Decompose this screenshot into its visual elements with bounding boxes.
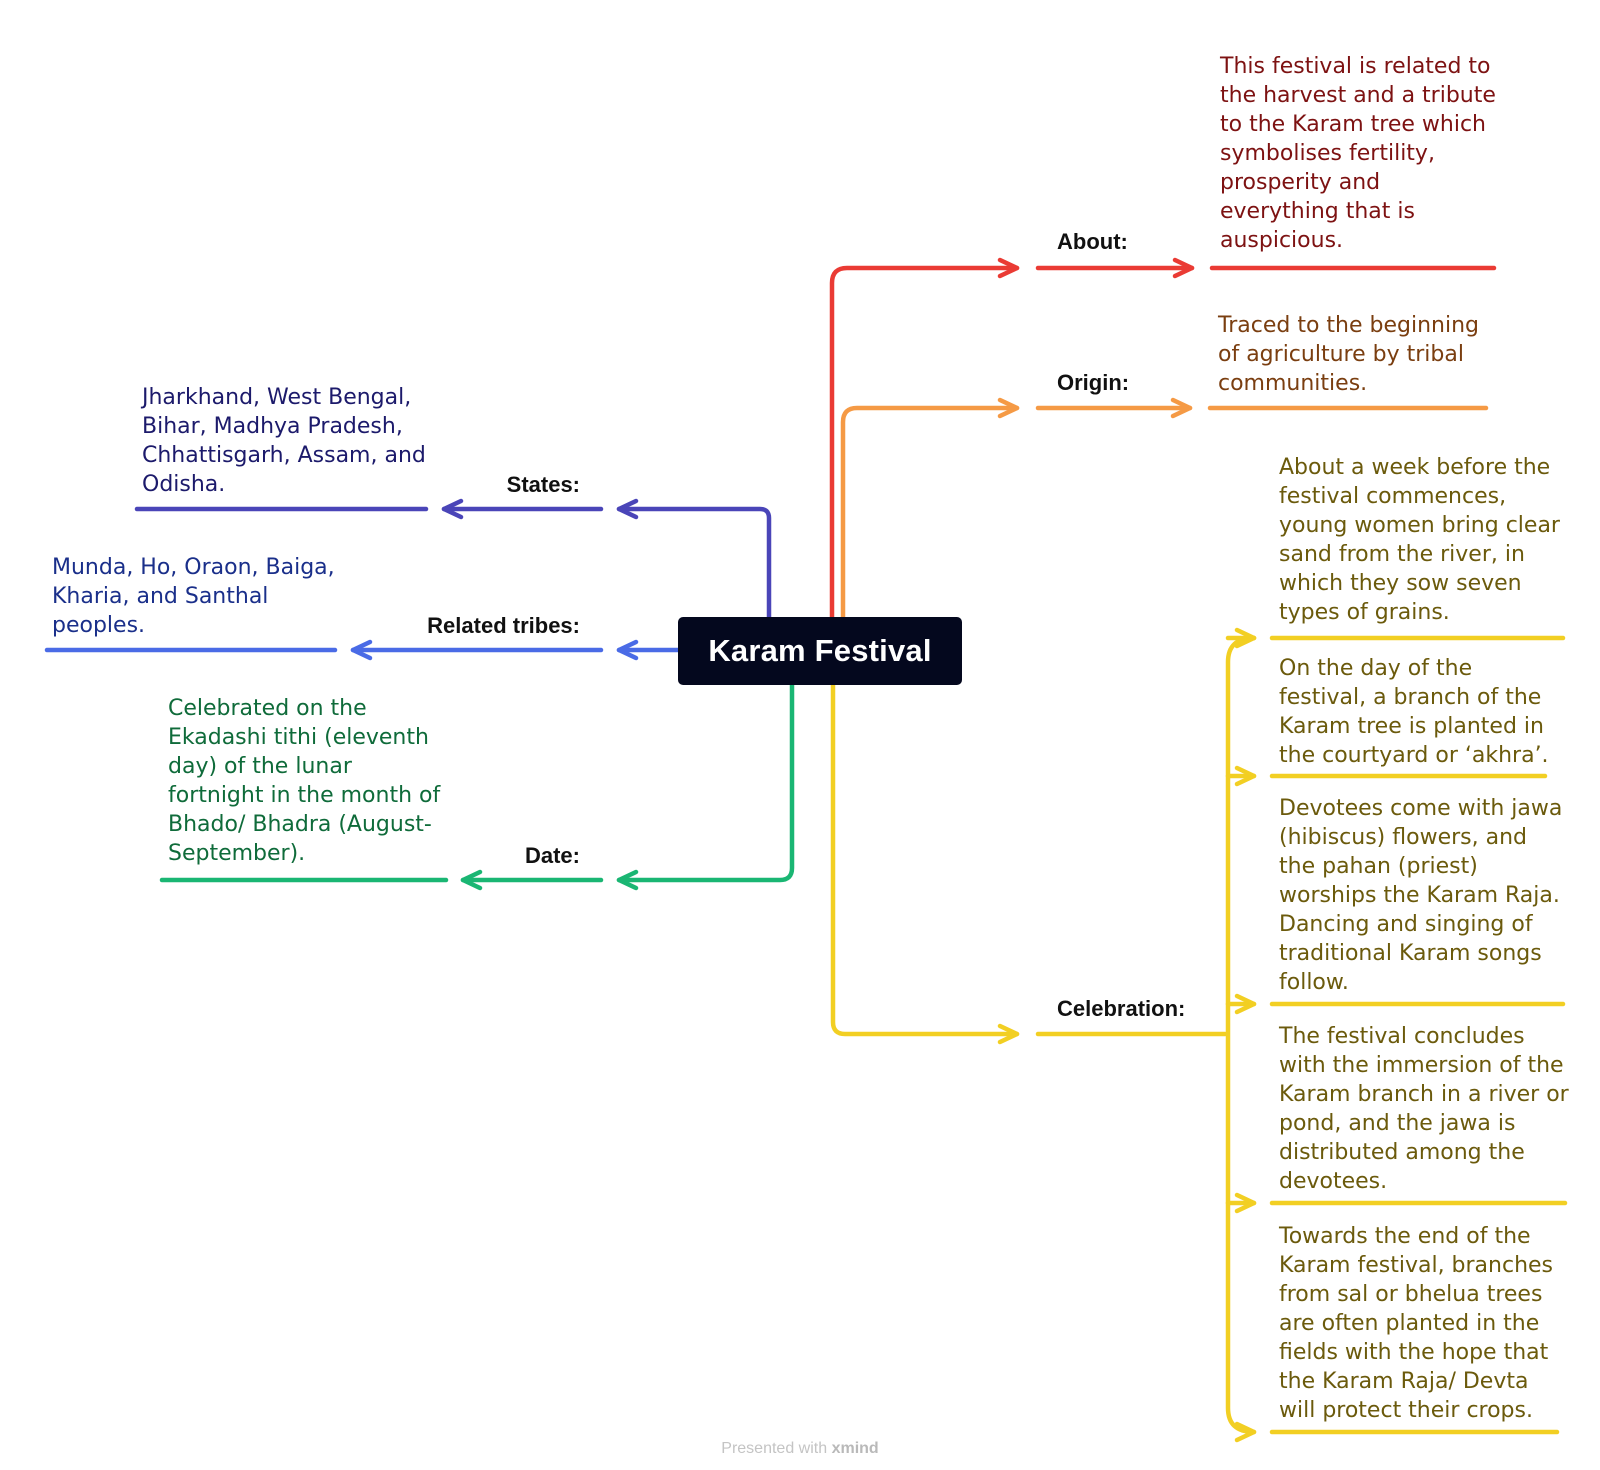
- tribes-connectors: [44, 639, 681, 661]
- note-related-tribes[interactable]: Munda, Ho, Oraon, Baiga, Kharia, and San…: [52, 555, 335, 638]
- footer-prefix: Presented with: [721, 1440, 828, 1457]
- topic-celebration[interactable]: Celebration:: [1057, 996, 1186, 1021]
- note-date[interactable]: Celebrated on the Ekadashi tithi (eleven…: [168, 696, 441, 866]
- topic-about[interactable]: About:: [1057, 229, 1128, 254]
- note-celebration-item[interactable]: On the day of the festival, a branch of …: [1279, 656, 1549, 768]
- note-states[interactable]: Jharkhand, West Bengal, Bihar, Madhya Pr…: [142, 385, 426, 497]
- xmind-logo-text: xmind: [831, 1440, 879, 1457]
- topic-states[interactable]: States:: [506, 472, 580, 497]
- origin-connectors: [840, 397, 1489, 620]
- central-topic[interactable]: Karam Festival: [678, 617, 962, 685]
- presented-with-footer: Presented with xmind: [0, 1440, 1600, 1458]
- celebration-connectors: [830, 627, 1568, 1443]
- note-origin[interactable]: Traced to the beginning of agriculture b…: [1218, 313, 1479, 396]
- topic-date[interactable]: Date:: [524, 843, 580, 868]
- note-celebration-item[interactable]: About a week before the festival commenc…: [1279, 455, 1560, 625]
- note-celebration-item[interactable]: The festival concludes with the immersio…: [1279, 1024, 1569, 1194]
- note-celebration-item[interactable]: Towards the end of the Karam festival, b…: [1279, 1224, 1554, 1423]
- states-connectors: [134, 498, 772, 620]
- topic-related-tribes[interactable]: Related tribes:: [427, 613, 580, 638]
- about-connectors: [829, 257, 1497, 620]
- note-about[interactable]: This festival is related to the harvest …: [1220, 54, 1496, 253]
- topic-origin[interactable]: Origin:: [1057, 370, 1130, 395]
- note-celebration-item[interactable]: Devotees come with jawa (hibiscus) flowe…: [1279, 796, 1563, 995]
- date-connectors: [159, 682, 795, 891]
